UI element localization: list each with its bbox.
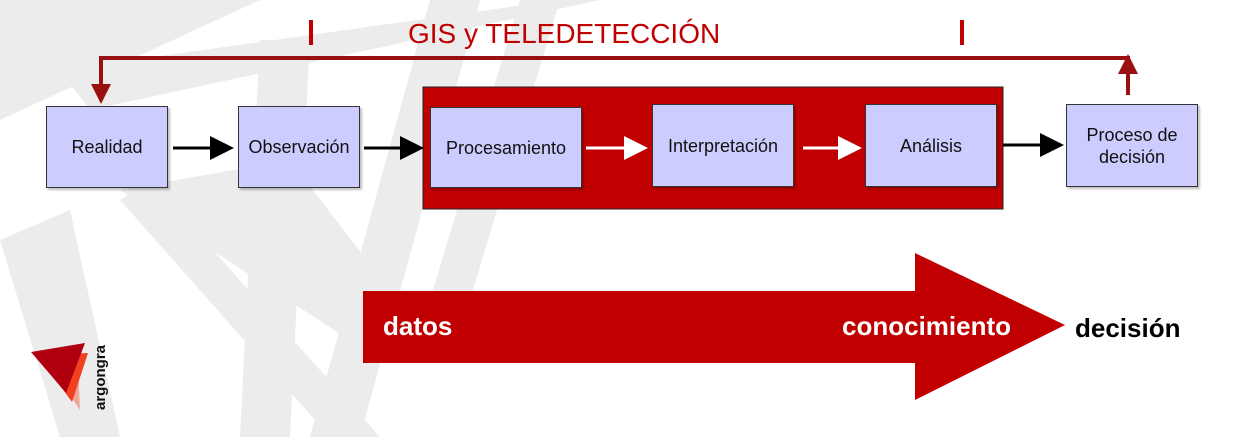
title-bar-left <box>309 20 313 45</box>
box-proceso-de-decision: Proceso de decisión <box>1066 104 1198 187</box>
box-procesamiento: Procesamiento <box>430 107 582 188</box>
box-analisis: Análisis <box>865 104 997 187</box>
logo-text: argongra <box>92 344 109 410</box>
title-bar-right <box>960 20 964 45</box>
box-realidad: Realidad <box>46 106 168 188</box>
diagram-title: GIS y TELEDETECCIÓN <box>408 18 721 49</box>
box-observacion: Observación <box>238 106 360 188</box>
label-conocimiento: conocimiento <box>842 311 1012 341</box>
box-interpretacion: Interpretación <box>652 104 794 187</box>
label-decision: decisión <box>1075 313 1181 343</box>
big-progress-arrow <box>363 253 1065 400</box>
argongra-logo-mark <box>31 343 88 410</box>
label-datos: datos <box>383 311 453 341</box>
